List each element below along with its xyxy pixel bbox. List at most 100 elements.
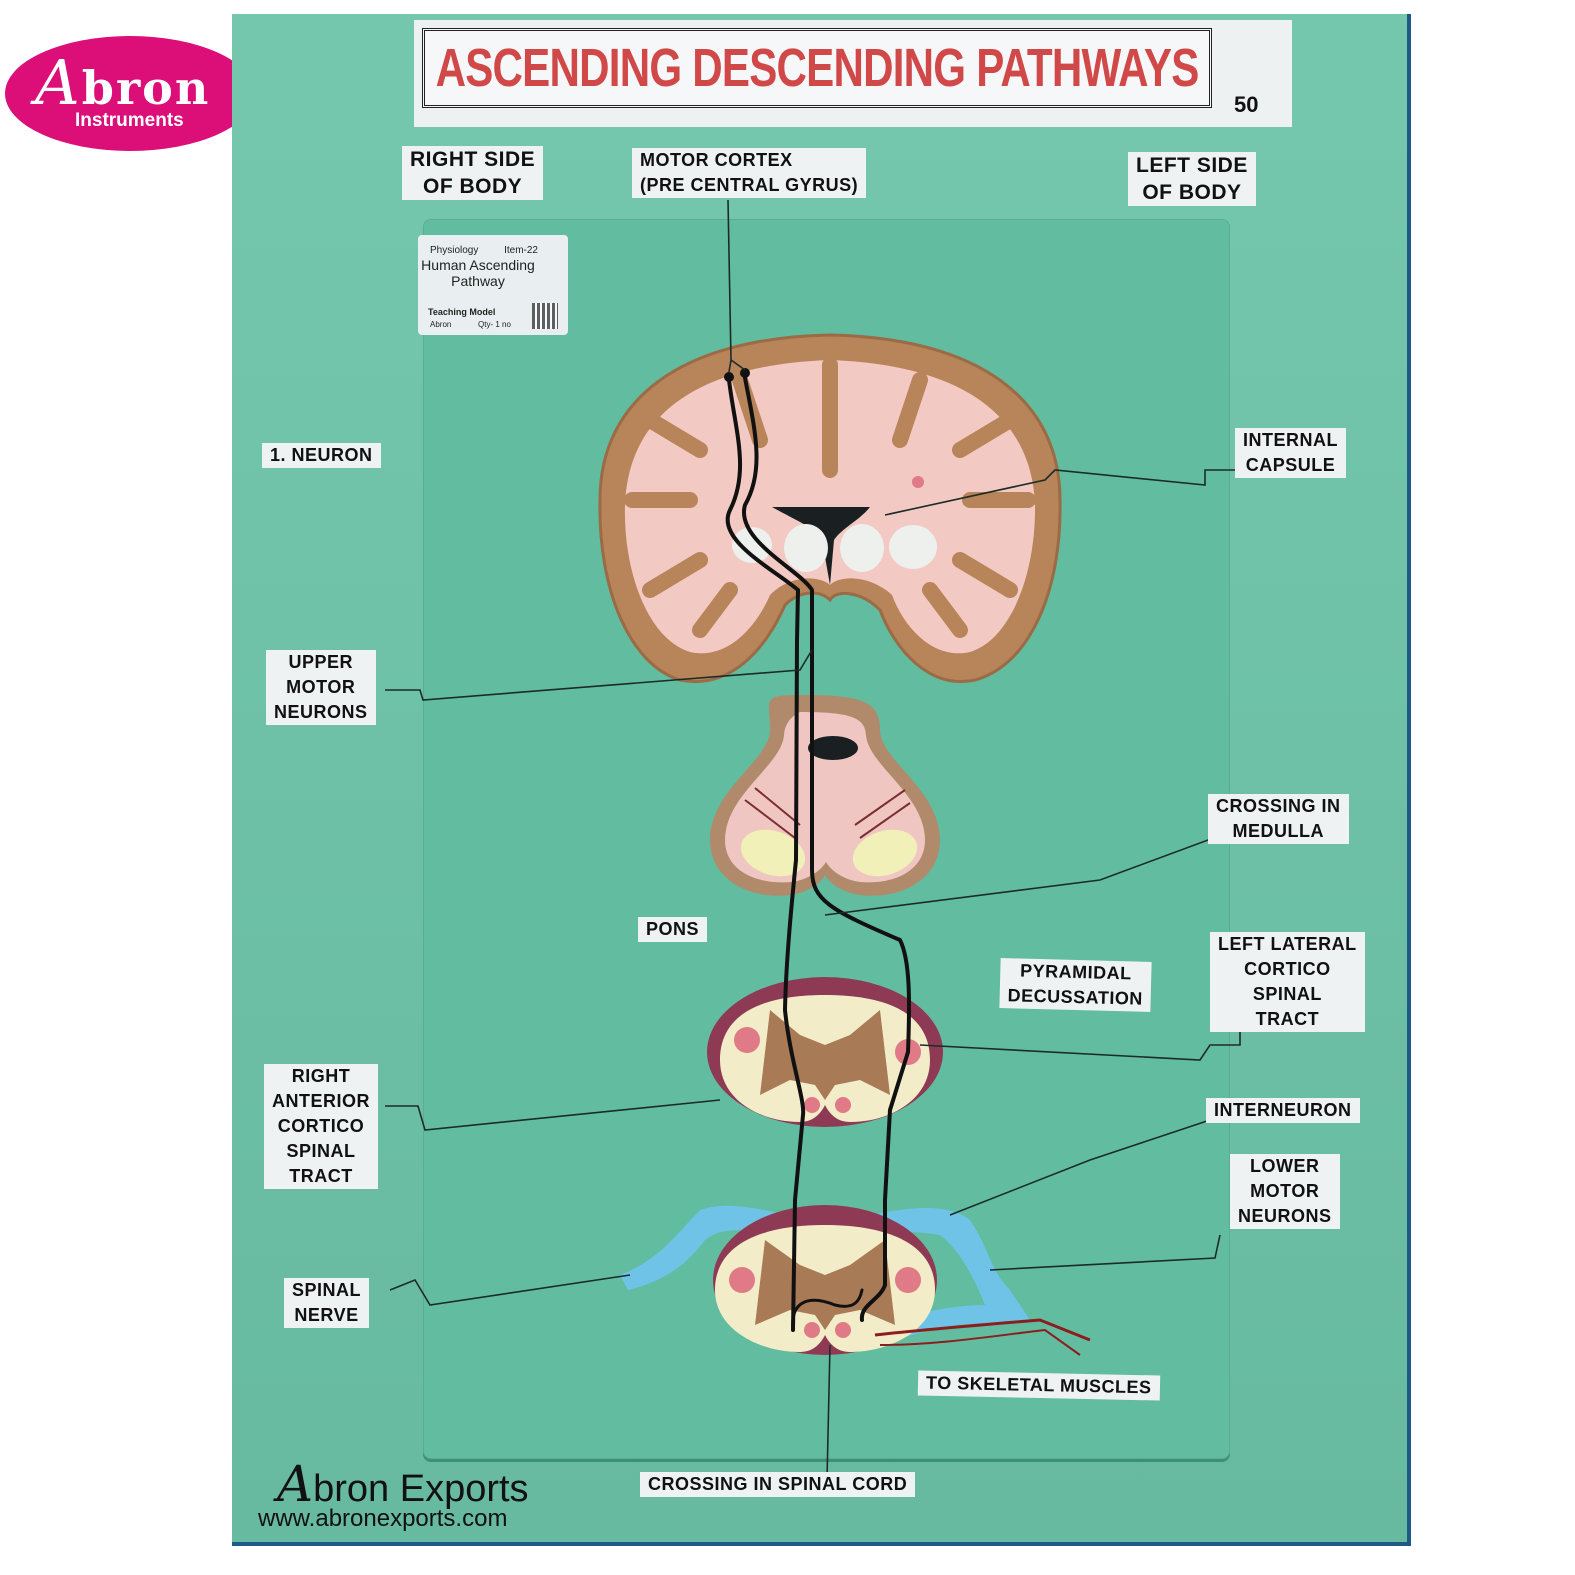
label-to-skeletal-muscles: TO SKELETAL MUSCLES — [917, 1370, 1160, 1401]
label-crossing-in-spinal-cord: CROSSING IN SPINAL CORD — [640, 1472, 916, 1497]
footer-brand-rest: bron Exports — [313, 1468, 529, 1510]
title-card: ASCENDING DESCENDING PATHWAYS 50 — [414, 20, 1292, 127]
medulla-section — [710, 695, 940, 896]
pyramid-right — [852, 829, 918, 877]
spinal-nerve-right — [870, 1208, 1030, 1340]
tag-name-line: Pathway — [451, 273, 505, 289]
spinal-lower-gray — [755, 1240, 895, 1330]
label-line: (PRE CENTRAL GYRUS) — [640, 175, 859, 195]
leader-spinal-nerve — [389, 1274, 631, 1306]
label-line: MEDULLA — [1232, 821, 1324, 841]
spinal-cord-lower — [620, 1205, 1091, 1356]
logo-subtitle: Instruments — [75, 110, 184, 131]
leader-interneuron — [949, 1119, 1211, 1216]
internal-capsule-marker — [912, 476, 924, 488]
page-title: ASCENDING DESCENDING PATHWAYS — [435, 38, 1200, 98]
motor-axon — [879, 1328, 1081, 1356]
website-link[interactable]: www.abronexports.com — [258, 1505, 508, 1532]
label-line: DECUSSATION — [1007, 985, 1144, 1009]
label-line: NEURONS — [1238, 1206, 1332, 1226]
label-line: CROSSING IN SPINAL CORD — [648, 1474, 908, 1494]
title-frame: ASCENDING DESCENDING PATHWAYS — [422, 28, 1212, 108]
tag-category: Physiology — [430, 245, 479, 256]
leader-crossing-spinal — [826, 1344, 831, 1481]
leader-internal-capsule — [884, 469, 1235, 516]
medulla-fibers — [744, 787, 911, 839]
label-line: SPINAL — [292, 1280, 362, 1300]
label-crossing-in-medulla: CROSSING IN MEDULLA — [1208, 794, 1349, 844]
label-line: LEFT SIDE — [1136, 154, 1248, 177]
label-line: PYRAMIDAL — [1019, 960, 1132, 984]
label-line: TRACT — [289, 1166, 353, 1186]
pathway-crossing — [791, 1288, 864, 1332]
basal-nucleus — [732, 527, 772, 563]
leader-upper-motor — [385, 649, 813, 701]
logo-brand-initial: A — [35, 46, 82, 119]
tract-marker — [804, 1097, 820, 1113]
label-line: NEURONS — [274, 702, 368, 722]
label-line: RIGHT SIDE — [410, 148, 536, 171]
label-line: OF BODY — [423, 175, 523, 198]
spinal-cord-upper — [707, 977, 943, 1127]
leader-motor-cortex — [727, 199, 746, 373]
lateral-ventricle — [772, 507, 870, 585]
tag-model: Teaching Model — [428, 307, 496, 317]
abron-instruments-logo: Abron Instruments — [5, 36, 255, 151]
label-first-neuron: 1. NEURON — [262, 443, 381, 468]
cortex-neuron-dot — [724, 372, 734, 382]
brain-section — [598, 333, 1062, 683]
spinal-upper-gray — [760, 1010, 890, 1100]
label-lower-motor-neurons: LOWER MOTOR NEURONS — [1230, 1154, 1340, 1229]
leader-lines — [385, 199, 1241, 1481]
tract-marker — [835, 1322, 851, 1338]
pathway-anterior — [725, 378, 806, 1332]
label-line: CAPSULE — [1245, 455, 1336, 475]
label-left-side-of-body: LEFT SIDE OF BODY — [1128, 152, 1256, 206]
abron-exports-brand: Abron Exports — [277, 1455, 529, 1513]
leader-right-anterior — [385, 1099, 721, 1131]
pyramid-left — [740, 829, 806, 877]
motor-axon — [874, 1318, 1091, 1342]
tract-marker — [734, 1027, 760, 1053]
corticospinal-pathways — [725, 376, 912, 1332]
footer-brand-initial: A — [277, 1455, 314, 1513]
tag-name-line: Human Ascending — [421, 257, 535, 273]
label-spinal-nerve: SPINAL NERVE — [284, 1278, 370, 1328]
label-line: TRACT — [1255, 1009, 1320, 1029]
tag-badge: Abron — [430, 320, 452, 329]
putamen — [889, 525, 937, 569]
label-line: OF BODY — [1142, 181, 1242, 204]
label-line: CORTICO — [1244, 959, 1331, 979]
leader-left-lateral — [919, 1025, 1241, 1061]
label-line: INTERNEURON — [1214, 1100, 1352, 1120]
label-line: MOTOR CORTEX — [640, 150, 793, 170]
medulla-dark-nucleus — [808, 736, 858, 760]
label-upper-motor-neurons: UPPER MOTOR NEURONS — [266, 650, 376, 725]
label-line: 1. NEURON — [270, 445, 373, 465]
label-line: NERVE — [294, 1305, 359, 1325]
tag-product-name: Human Ascending Pathway — [418, 257, 538, 289]
tag-qty: Qty- 1 no — [478, 320, 511, 329]
tract-marker — [835, 1097, 851, 1113]
label-line: PONS — [646, 919, 700, 939]
label-left-lateral-corticospinal-tract: LEFT LATERAL CORTICO SPINAL TRACT — [1210, 932, 1365, 1032]
tract-marker — [729, 1267, 755, 1293]
label-line: MOTOR — [1250, 1181, 1320, 1201]
label-motor-cortex: MOTOR CORTEX (PRE CENTRAL GYRUS) — [632, 148, 867, 198]
label-line: LEFT LATERAL — [1218, 934, 1357, 954]
tag-item: Item-22 — [504, 245, 538, 256]
cortex-neuron-dot — [740, 368, 750, 378]
label-right-anterior-corticospinal-tract: RIGHT ANTERIOR CORTICO SPINAL TRACT — [264, 1064, 378, 1189]
label-pons: PONS — [638, 917, 708, 942]
label-line: LOWER — [1250, 1156, 1320, 1176]
model-number: 50 — [1234, 92, 1259, 117]
label-line: TO SKELETAL MUSCLES — [925, 1372, 1152, 1398]
leader-lower-motor — [989, 1234, 1221, 1271]
thalamus-left — [784, 524, 828, 572]
label-internal-capsule: INTERNAL CAPSULE — [1235, 428, 1346, 478]
label-line: INTERNAL — [1243, 430, 1338, 450]
label-line: CROSSING IN — [1216, 796, 1341, 816]
label-line: CORTICO — [277, 1116, 365, 1136]
qr-code-icon — [532, 303, 558, 329]
